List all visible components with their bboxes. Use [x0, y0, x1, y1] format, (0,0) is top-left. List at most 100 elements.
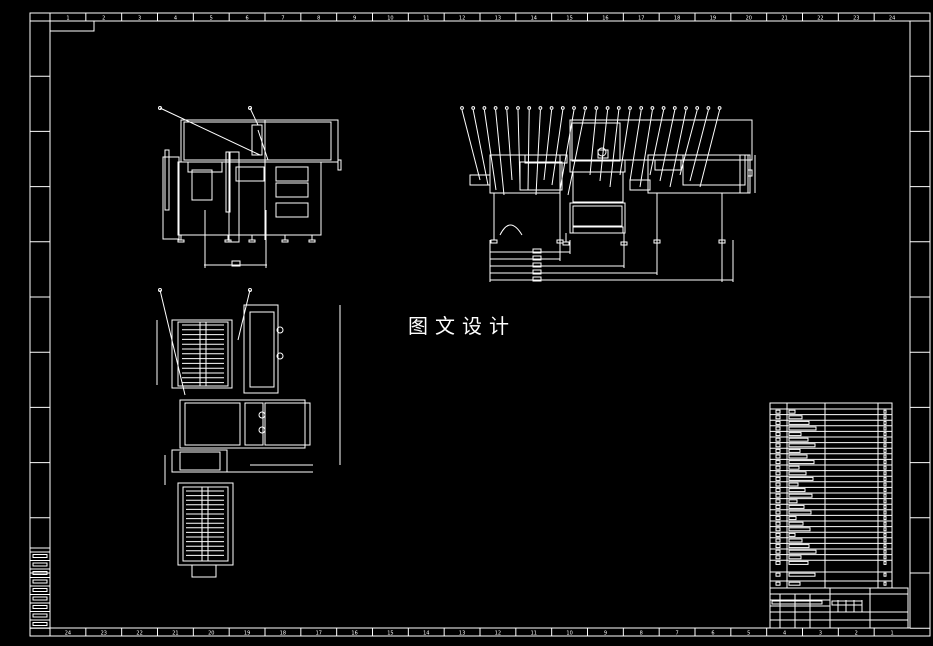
ruler-zone-number: 23 [101, 631, 107, 637]
quantity [883, 521, 887, 526]
ruler-zone-number: 21 [781, 16, 787, 22]
part-name [788, 549, 817, 554]
leader-line [629, 109, 642, 182]
outline [275, 182, 309, 198]
item-number [775, 499, 781, 504]
part-name [788, 426, 817, 431]
ruler-zone-number: 4 [174, 16, 177, 22]
balloon [661, 106, 666, 110]
revision-text [32, 554, 48, 558]
part-name [788, 493, 813, 498]
ruler-zone-number: 23 [853, 16, 859, 22]
quantity [883, 549, 887, 554]
part-name [788, 538, 803, 543]
leader-line [559, 109, 575, 191]
balloon [594, 106, 599, 110]
outline [572, 171, 624, 203]
foot [490, 239, 498, 244]
revision-text [32, 579, 48, 584]
balloon [706, 106, 711, 110]
leader-line [237, 289, 251, 341]
balloon [471, 106, 476, 110]
outline [572, 205, 623, 227]
ruler-zone-number: 6 [711, 631, 714, 637]
part-name [788, 581, 801, 586]
dimension-text [532, 255, 542, 261]
part-name [788, 443, 816, 448]
outline [235, 166, 265, 182]
outline [244, 402, 264, 446]
ruler-zone-number: 20 [746, 16, 752, 22]
revision-text [32, 571, 48, 575]
item-number [775, 476, 781, 481]
dimension-text [231, 260, 241, 267]
quantity [883, 426, 887, 431]
outline [171, 319, 233, 389]
leader-line [619, 109, 631, 176]
quantity [883, 555, 887, 560]
balloon [516, 106, 520, 110]
dimension-text [747, 169, 753, 177]
part-name [788, 420, 810, 425]
ruler-zone-number: 13 [459, 631, 465, 637]
ruler-zone-number: 3 [819, 631, 822, 637]
quantity [883, 443, 887, 448]
leader-line [639, 109, 653, 188]
quantity [883, 510, 887, 515]
ruler-zone-number: 17 [316, 631, 322, 637]
balloon [684, 106, 688, 110]
outline [569, 202, 626, 234]
part-name [788, 471, 807, 476]
quantity [883, 409, 887, 414]
outline [184, 402, 241, 446]
ruler-zone-number: 1 [66, 16, 69, 22]
hose [499, 224, 523, 236]
quantity [883, 454, 887, 459]
foot [281, 239, 289, 243]
dimension-text [532, 276, 542, 282]
item-number [775, 437, 781, 442]
balloon [493, 106, 498, 110]
part-name [788, 544, 810, 549]
quantity [883, 448, 887, 453]
ruler-zone-number: 18 [280, 631, 286, 637]
leader-line [517, 109, 521, 186]
part-name [788, 516, 797, 521]
balloon [248, 106, 252, 110]
item-number [775, 460, 781, 465]
outline [180, 119, 339, 163]
leader-line [535, 109, 541, 196]
outline [191, 169, 213, 201]
ruler-zone-number: 14 [423, 631, 429, 637]
outline [179, 399, 306, 449]
leader-line [472, 109, 489, 186]
leader-line [567, 109, 586, 196]
item-number [775, 504, 781, 509]
outline [629, 179, 651, 191]
outline [571, 122, 621, 162]
outline [251, 124, 263, 156]
item-number [775, 516, 781, 521]
ruler-zone-number: 15 [387, 631, 393, 637]
quantity [883, 432, 887, 437]
part-name [788, 476, 814, 481]
part-name [788, 460, 815, 465]
quantity [883, 572, 887, 577]
part-name [788, 555, 802, 560]
quantity [883, 504, 887, 509]
ruler-zone-number: 8 [317, 16, 320, 22]
balloon [605, 106, 610, 110]
ruler-zone-number: 21 [172, 631, 178, 637]
quantity [883, 516, 887, 521]
ruler-zone-number: 15 [566, 16, 572, 22]
balloon [527, 106, 532, 110]
ruler-zone-number: 2 [855, 631, 858, 637]
leader-line [679, 109, 698, 176]
circle [258, 411, 266, 419]
ruler-zone-number: 19 [710, 16, 716, 22]
item-number [775, 581, 781, 586]
ruler-zone-number: 9 [604, 631, 607, 637]
item-number [775, 482, 781, 487]
outline [769, 587, 909, 629]
quantity [883, 465, 887, 470]
